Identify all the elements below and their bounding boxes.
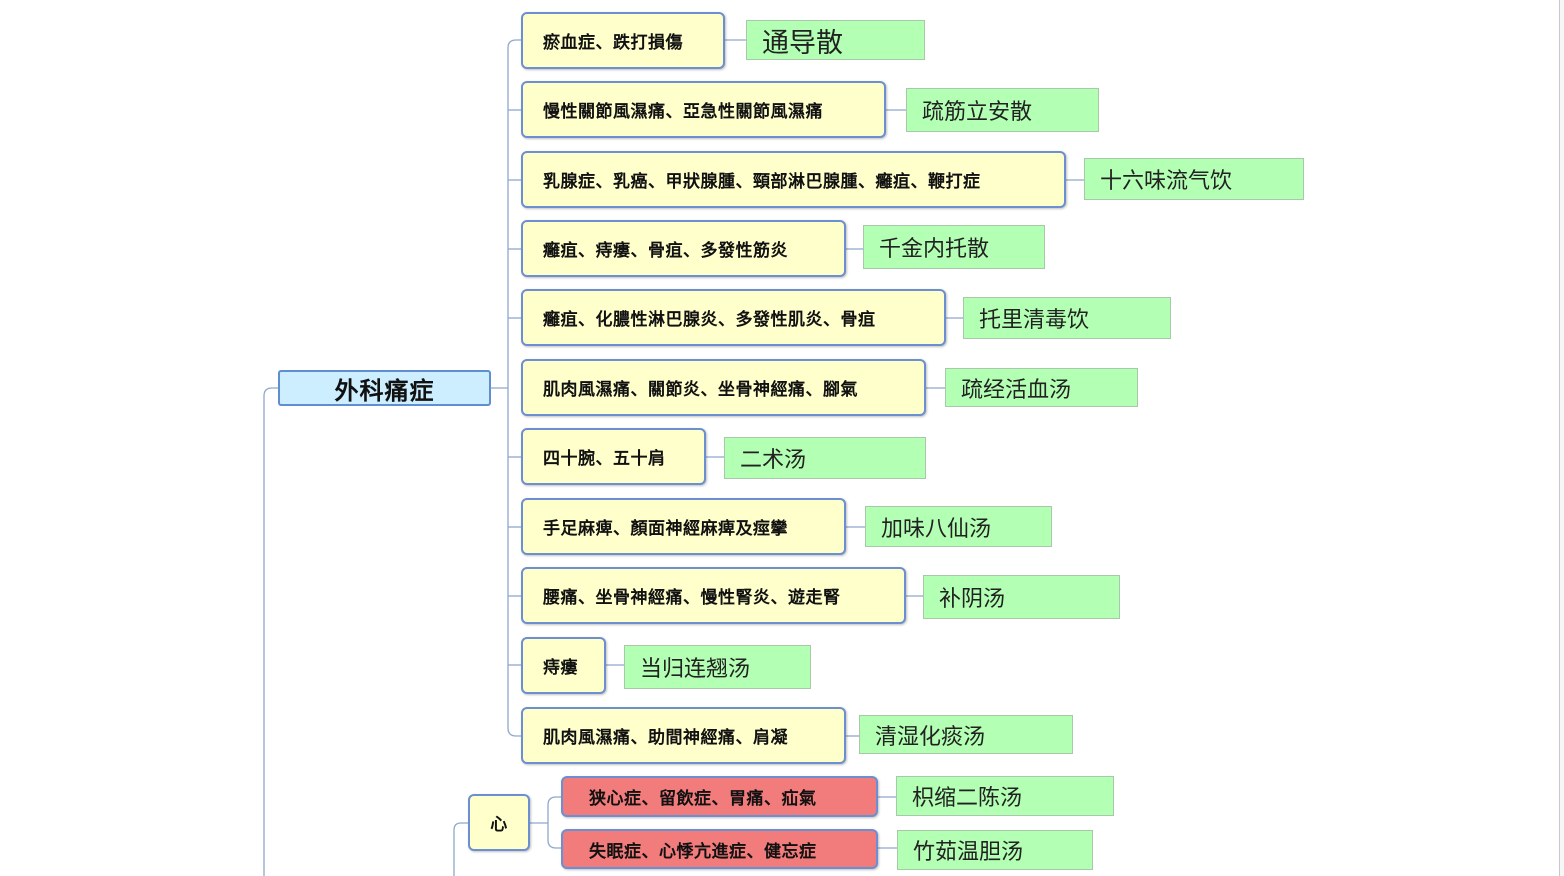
formula-note[interactable]: 十六味流气饮 (1084, 158, 1304, 200)
branch-topic-label: 肌肉風濕痛、助間神經痛、肩凝 (543, 728, 788, 748)
formula-note[interactable]: 竹茹温胆汤 (897, 830, 1093, 870)
formula-note[interactable]: 补阴汤 (923, 575, 1120, 619)
branch-topic-label: 肌肉風濕痛、關節炎、坐骨神經痛、腳氣 (543, 380, 858, 400)
branch-topic[interactable]: 腰痛、坐骨神經痛、慢性腎炎、遊走腎 (521, 567, 906, 624)
heart-branch-topic[interactable]: 失眠症、心悸亢進症、健忘症 (561, 829, 878, 869)
branch-topic[interactable]: 慢性關節風濕痛、亞急性關節風濕痛 (521, 81, 886, 138)
branch-topic-label: 癰疽、化膿性淋巴腺炎、多發性肌炎、骨疽 (543, 310, 876, 330)
branch-topic[interactable]: 瘀血症、跌打損傷 (521, 12, 725, 69)
branch-topic[interactable]: 肌肉風濕痛、助間神經痛、肩凝 (521, 707, 846, 764)
formula-note[interactable]: 清湿化痰汤 (859, 715, 1073, 754)
formula-note[interactable]: 千金内托散 (863, 225, 1045, 269)
formula-note-label: 疏经活血汤 (961, 377, 1072, 403)
branch-topic[interactable]: 痔瘻 (521, 637, 606, 694)
formula-note-label: 十六味流气饮 (1100, 169, 1233, 194)
branch-topic-label: 癰疽、痔瘻、骨疽、多發性筋炎 (543, 241, 788, 261)
formula-note-label: 托里清毒饮 (979, 308, 1090, 333)
formula-note[interactable]: 二术汤 (724, 437, 926, 479)
formula-note-label: 补阴汤 (939, 587, 1006, 612)
branch-topic[interactable]: 手足麻痺、顏面神經麻痺及痙攣 (521, 498, 846, 555)
formula-note[interactable]: 枳缩二陈汤 (896, 776, 1114, 816)
branch-topic-label: 慢性關節風濕痛、亞急性關節風濕痛 (543, 102, 823, 122)
formula-note[interactable]: 通导散 (746, 20, 925, 60)
heart-branch-label: 失眠症、心悸亢進症、健忘症 (589, 841, 817, 862)
formula-note-label: 清湿化痰汤 (875, 724, 986, 750)
branch-topic-label: 腰痛、坐骨神經痛、慢性腎炎、遊走腎 (543, 588, 841, 608)
formula-note[interactable]: 疏经活血汤 (945, 368, 1138, 407)
branch-topic[interactable]: 肌肉風濕痛、關節炎、坐骨神經痛、腳氣 (521, 359, 926, 416)
formula-note-label: 二术汤 (740, 448, 807, 473)
formula-note-label: 疏筋立安散 (922, 100, 1033, 125)
branch-topic-label: 四十腕、五十肩 (543, 449, 666, 469)
formula-note[interactable]: 疏筋立安散 (906, 88, 1099, 132)
heart-branch-label: 狭心症、留飲症、胃痛、疝氣 (589, 789, 817, 809)
branch-topic-label: 瘀血症、跌打損傷 (543, 33, 683, 53)
root-topic[interactable]: 外科痛症 (278, 370, 491, 406)
branch-topic-label: 手足麻痺、顏面神經麻痺及痙攣 (543, 519, 788, 539)
formula-note[interactable]: 托里清毒饮 (963, 297, 1171, 339)
heart-branch-topic[interactable]: 狭心症、留飲症、胃痛、疝氣 (561, 776, 878, 817)
branch-topic[interactable]: 癰疽、化膿性淋巴腺炎、多發性肌炎、骨疽 (521, 289, 946, 346)
formula-note-label: 通导散 (762, 27, 843, 59)
formula-note-label: 竹茹温胆汤 (913, 840, 1024, 865)
formula-note-label: 加味八仙汤 (881, 516, 992, 542)
formula-note-label: 当归连翘汤 (640, 657, 751, 682)
branch-topic[interactable]: 癰疽、痔瘻、骨疽、多發性筋炎 (521, 220, 846, 277)
heart-topic-label: 心 (490, 815, 508, 835)
branch-topic-label: 乳腺症、乳癌、甲狀腺腫、頸部淋巴腺腫、癰疽、鞭打症 (543, 172, 981, 192)
branch-topic[interactable]: 四十腕、五十肩 (521, 428, 706, 485)
heart-topic[interactable]: 心 (468, 794, 530, 851)
branch-topic-label: 痔瘻 (543, 658, 578, 678)
branch-topic[interactable]: 乳腺症、乳癌、甲狀腺腫、頸部淋巴腺腫、癰疽、鞭打症 (521, 151, 1066, 208)
root-topic-label: 外科痛症 (334, 376, 435, 405)
formula-note-label: 千金内托散 (879, 237, 990, 262)
formula-note-label: 枳缩二陈汤 (912, 786, 1023, 811)
formula-note[interactable]: 加味八仙汤 (865, 506, 1052, 547)
canvas-edge-scrollbar[interactable] (1559, 0, 1564, 876)
formula-note[interactable]: 当归连翘汤 (624, 645, 811, 689)
